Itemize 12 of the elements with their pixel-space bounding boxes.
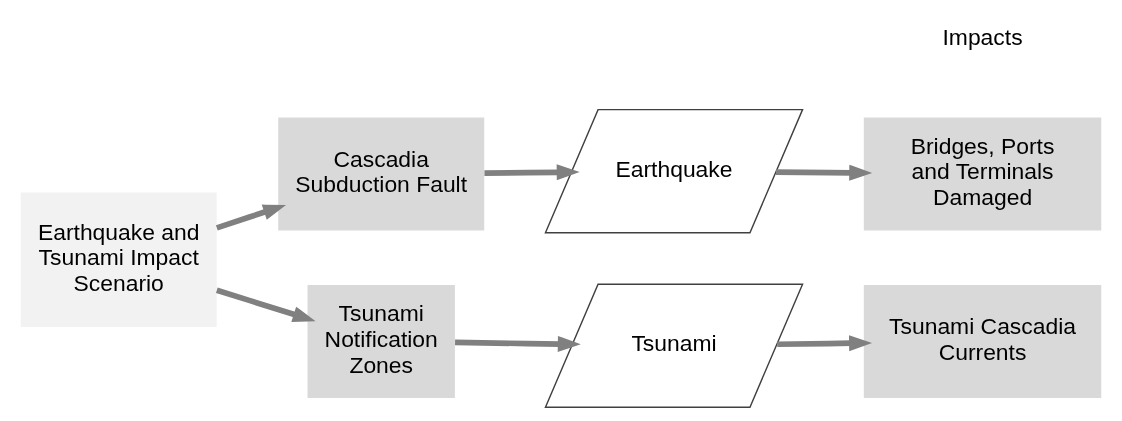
arrow [215,204,286,231]
node-box: Tsunami Cascadia Currents [863,284,1102,398]
node-box: Tsunami Notification Zones [307,284,455,398]
arrow [775,164,873,181]
arrow [215,287,316,323]
arrow [777,335,873,352]
node-box: Cascadia Subduction Fault [278,117,485,231]
node-box: Earthquake and Tsunami Impact Scenario [20,192,217,328]
node-box: Bridges, Ports and Terminals Damaged [863,117,1102,231]
arrow [484,164,580,181]
arrow [455,335,581,352]
label: Impacts [942,23,1023,50]
